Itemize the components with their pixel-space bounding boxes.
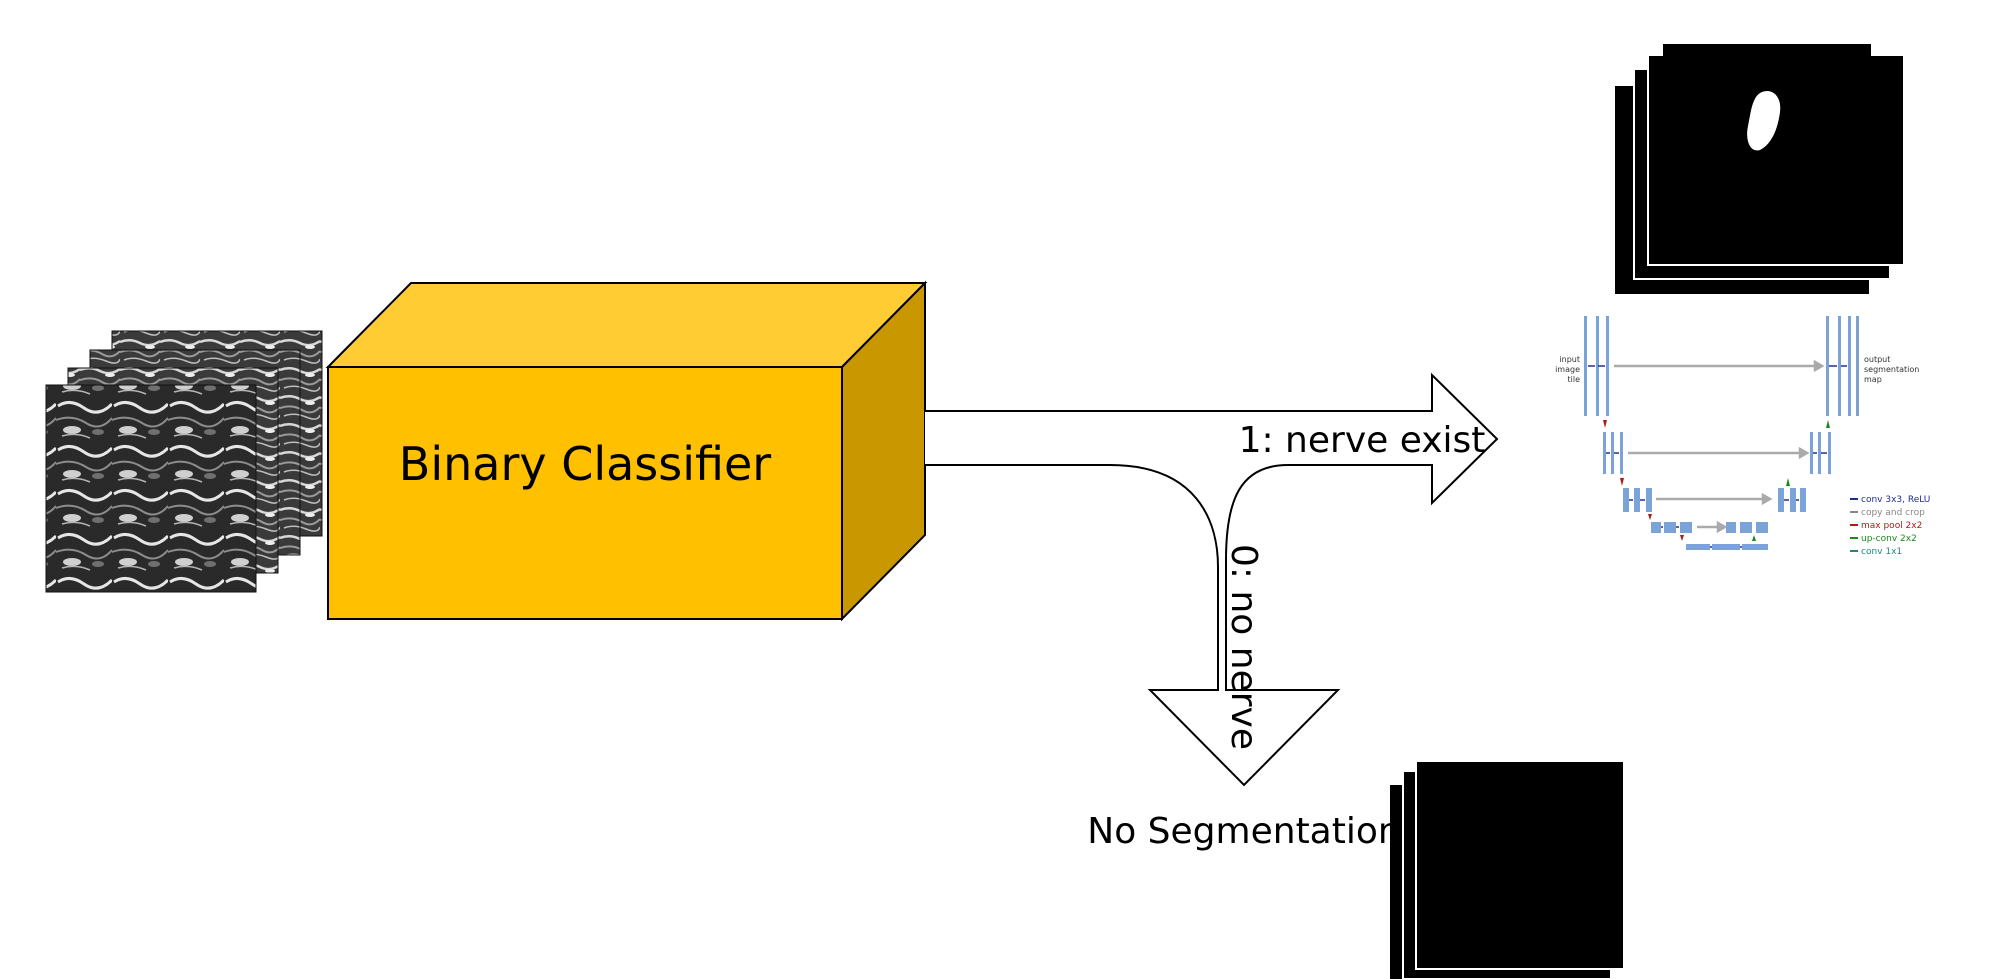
unet-feature-map — [1651, 522, 1661, 533]
classifier-top-face — [325, 282, 928, 368]
unet-feature-map — [1712, 544, 1740, 550]
unet-feature-map — [1790, 488, 1796, 512]
classifier-label: Binary Classifier — [399, 437, 772, 491]
unet-feature-map — [1603, 432, 1606, 474]
unet-legend-label: conv 1x1 — [1861, 547, 1902, 557]
no-segmentation-label: No Segmentation — [1087, 811, 1400, 852]
unet-bottleneck — [1686, 544, 1768, 550]
unet-feature-map — [1634, 488, 1640, 512]
unet-feature-map — [1848, 316, 1851, 416]
unet-legend-label: up-conv 2x2 — [1861, 534, 1917, 544]
unet-legend-label: copy and crop — [1861, 508, 1925, 518]
unet-feature-map — [1611, 432, 1614, 474]
unet-feature-map — [1686, 544, 1710, 550]
unet-feature-map — [1778, 488, 1784, 512]
empty-mask-front — [1415, 760, 1625, 970]
unet-feature-map — [1826, 316, 1829, 416]
unet-architecture: input image tile — [1555, 316, 1930, 557]
unet-feature-map — [1664, 522, 1676, 533]
branch-arrow — [925, 372, 1499, 787]
unet-conv-arrows — [1588, 365, 1847, 548]
unet-feature-map — [1596, 316, 1599, 416]
unet-output-label-3: map — [1864, 375, 1882, 384]
unet-feature-map — [1828, 432, 1831, 474]
nerve-segment-blob — [1747, 90, 1781, 151]
unet-legend-label: max pool 2x2 — [1861, 521, 1922, 531]
unet-feature-map — [1646, 488, 1652, 512]
unet-feature-map — [1756, 522, 1768, 533]
negative-branch-label: 0: no nerve — [1223, 544, 1264, 750]
empty-mask-stack — [1390, 760, 1625, 979]
unet-output-label-1: output — [1864, 355, 1890, 364]
unet-upconv-arrows — [1752, 420, 1830, 541]
unet-feature-map — [1680, 522, 1692, 533]
unet-feature-map — [1810, 432, 1813, 474]
unet-encoder — [1584, 316, 1692, 533]
unet-copy-crop-arrows — [1614, 359, 1825, 534]
unet-feature-map — [1740, 522, 1752, 533]
unet-feature-map — [1838, 316, 1841, 416]
unet-feature-map — [1584, 316, 1587, 416]
unet-feature-map — [1818, 432, 1821, 474]
unet-legend: conv 3x3, ReLU copy and crop max pool 2x2 u… — [1850, 495, 1930, 557]
unet-input-label-3: tile — [1567, 375, 1580, 384]
positive-branch-label: 1: nerve exist — [1239, 420, 1486, 461]
ultrasound-image-front — [45, 384, 257, 593]
classifier-front-face — [327, 366, 843, 620]
unet-decoder — [1726, 316, 1859, 533]
unet-pool-arrows — [1603, 420, 1684, 541]
unet-input-label-2: image — [1555, 365, 1580, 374]
unet-feature-map — [1620, 432, 1623, 474]
binary-classifier-block: Binary Classifier — [325, 280, 928, 622]
segmentation-mask-stack — [1613, 44, 1905, 296]
unet-feature-map — [1623, 488, 1629, 512]
ultrasound-image-stack — [45, 330, 323, 593]
unet-feature-map — [1726, 522, 1736, 533]
unet-feature-map — [1606, 316, 1609, 416]
unet-legend-label: conv 3x3, ReLU — [1861, 495, 1930, 505]
unet-feature-map — [1742, 544, 1768, 550]
unet-input-label-1: input — [1559, 355, 1580, 364]
unet-output-label-2: segmentation — [1864, 365, 1919, 374]
mask-front — [1663, 44, 1871, 252]
unet-feature-map — [1856, 316, 1859, 416]
unet-feature-map — [1800, 488, 1806, 512]
